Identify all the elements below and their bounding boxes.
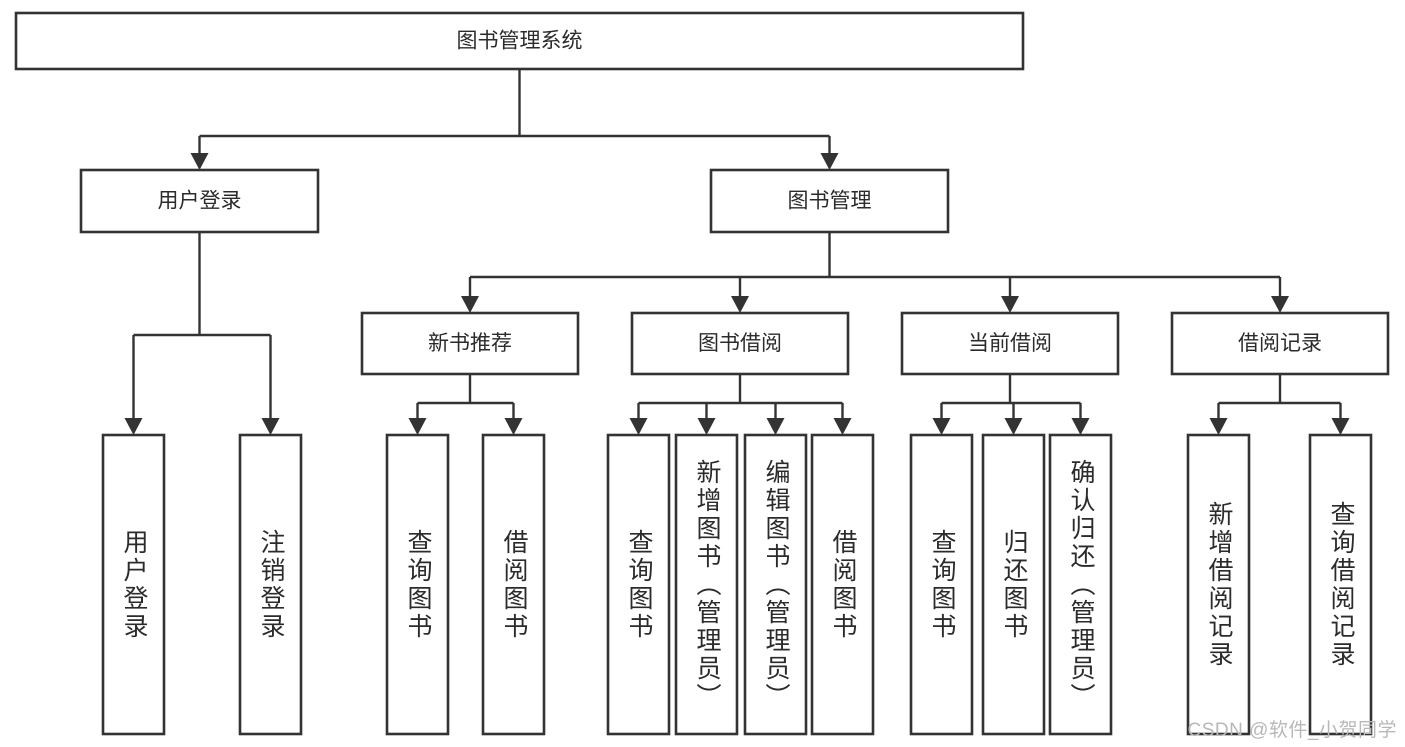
node-level3-label-0: 新书推荐 (428, 332, 512, 355)
arrow-head-icon (1004, 418, 1023, 435)
node-leaf-8[interactable] (909, 433, 974, 736)
arrow-head-icon (408, 418, 427, 435)
arrow-head-icon (124, 418, 143, 435)
node-level3-2[interactable] (900, 311, 1120, 376)
node-leaf-4[interactable] (606, 433, 671, 736)
node-leaf-12[interactable] (1308, 433, 1373, 736)
arrow-head-icon (461, 296, 479, 313)
node-leaf-7[interactable] (810, 433, 875, 736)
arrow-head-icon (261, 418, 280, 435)
node-level2-label-1: 图书管理 (788, 190, 872, 213)
arrow-head-icon (1209, 418, 1228, 435)
node-leaf-11[interactable] (1186, 433, 1251, 736)
node-leaf-2[interactable] (385, 433, 450, 736)
arrow-head-icon (731, 296, 749, 313)
node-level3-label-1: 图书借阅 (698, 332, 782, 355)
node-level2-0[interactable] (79, 168, 320, 234)
node-level3-label-3: 借阅记录 (1238, 332, 1322, 355)
arrow-head-icon (766, 418, 785, 435)
box-layer (14, 11, 1390, 736)
node-leaf-1[interactable] (238, 433, 303, 736)
node-leaf-10[interactable] (1048, 433, 1113, 736)
arrow-head-icon (932, 418, 951, 435)
node-leaf-5[interactable] (674, 433, 739, 736)
watermark: CSDN @软件_小贺同学 (1187, 720, 1397, 741)
arrow-head-icon (190, 153, 209, 170)
arrow-head-icon (629, 418, 648, 435)
node-leaf-3[interactable] (481, 433, 546, 736)
node-level2-1[interactable] (709, 168, 950, 234)
node-level2-label-0: 用户登录 (158, 190, 242, 213)
arrow-head-icon (697, 418, 716, 435)
arrow-head-icon (504, 418, 523, 435)
node-root[interactable] (14, 11, 1025, 71)
node-level3-0[interactable] (360, 311, 580, 376)
arrow-head-icon (820, 153, 839, 170)
arrow-head-icon (1271, 296, 1289, 313)
node-leaf-0[interactable] (101, 433, 166, 736)
arrow-head-icon (1001, 296, 1019, 313)
node-level3-1[interactable] (630, 311, 850, 376)
node-leaf-9[interactable] (981, 433, 1046, 736)
arrow-head-icon (833, 418, 852, 435)
node-level3-label-2: 当前借阅 (968, 332, 1052, 355)
arrow-head-icon (1331, 418, 1350, 435)
arrow-head-icon (1071, 418, 1090, 435)
node-leaf-6[interactable] (743, 433, 808, 736)
connector-layer (124, 69, 1350, 435)
node-root-label: 图书管理系统 (457, 30, 583, 53)
node-level3-3[interactable] (1170, 311, 1390, 376)
